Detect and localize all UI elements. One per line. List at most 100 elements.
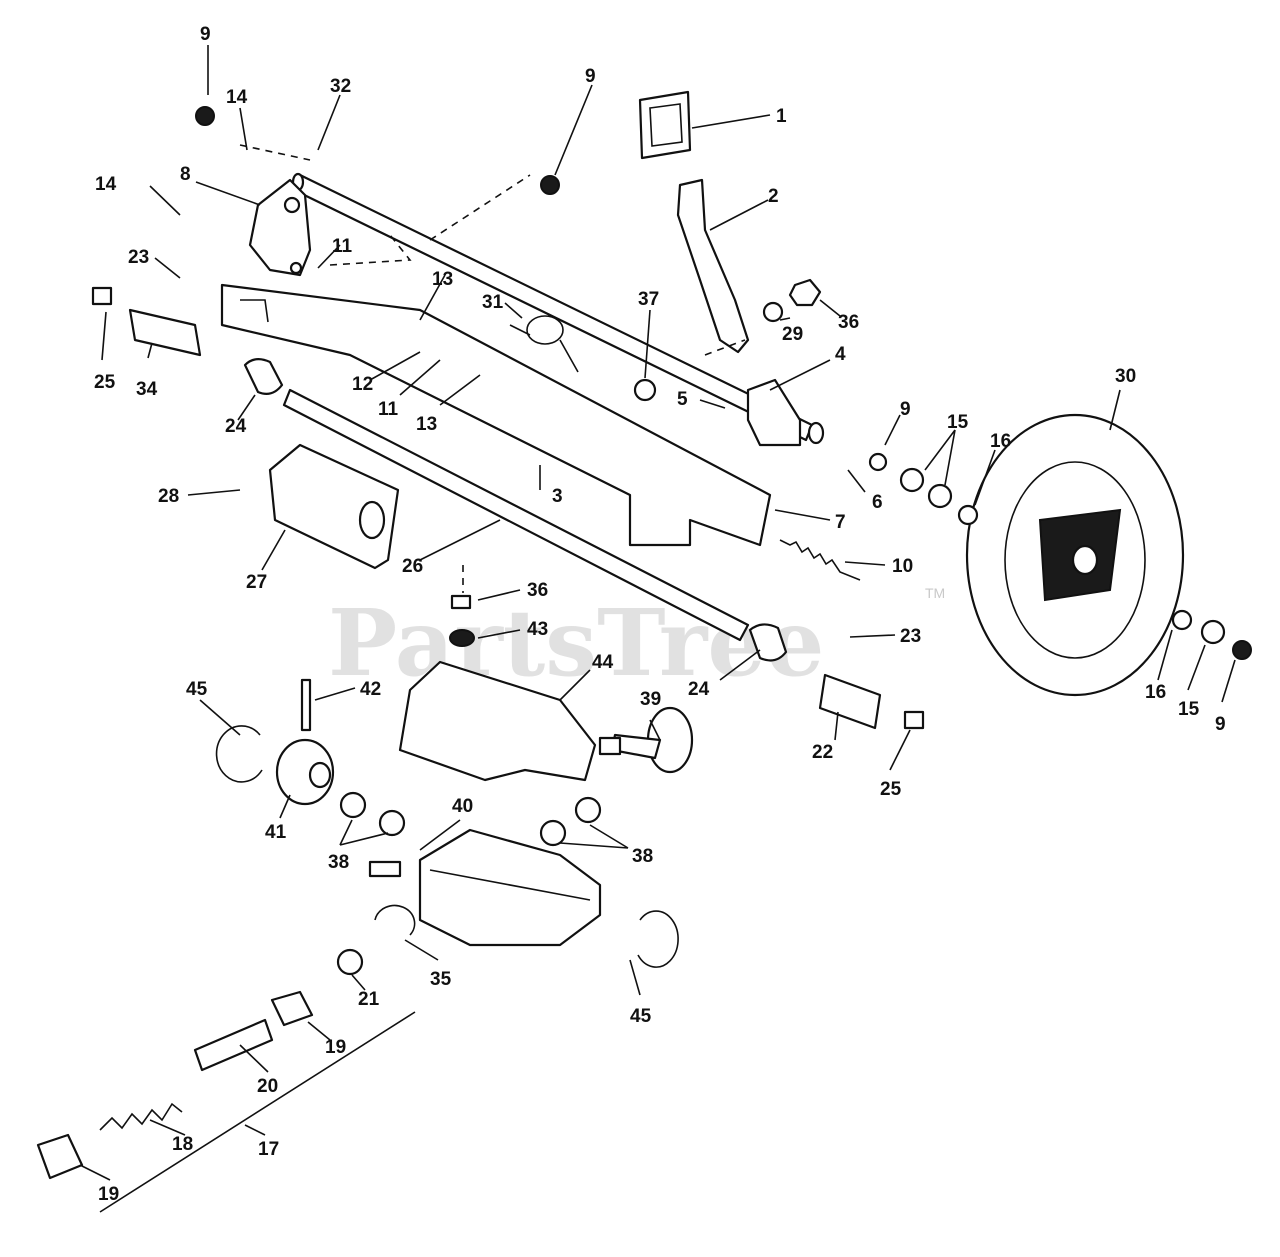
callout-41: 41 [265, 822, 287, 843]
gear-housing-part-44 [398, 660, 597, 782]
callout-3: 3 [552, 486, 563, 507]
callout-9: 9 [200, 24, 211, 45]
washer-part-16b [1171, 609, 1193, 631]
fitting-part-40 [368, 860, 402, 878]
callout-16: 16 [990, 431, 1011, 452]
callout-43: 43 [527, 619, 548, 640]
pinion-part-22 [818, 673, 882, 730]
callout-12: 12 [352, 374, 373, 395]
partstree-watermark: PartsTree [328, 589, 824, 697]
callout-23: 23 [128, 247, 149, 268]
washer-part-37 [633, 378, 657, 402]
callout-9: 9 [1215, 714, 1226, 735]
callout-11: 11 [378, 399, 399, 420]
callout-1: 1 [776, 106, 787, 127]
callout-5: 5 [677, 389, 688, 410]
washer-part-16a [957, 504, 979, 526]
callout-2: 2 [768, 186, 779, 207]
callout-19: 19 [325, 1037, 346, 1058]
callout-25: 25 [94, 372, 116, 393]
spring-part-10 [779, 539, 861, 581]
lever-plate-part-8 [248, 178, 312, 277]
wheel-part-30 [965, 413, 1185, 697]
callout-17: 17 [258, 1139, 279, 1160]
callout-15: 15 [1178, 699, 1200, 720]
callout-44: 44 [592, 652, 614, 673]
nut-part-9-mid [540, 175, 560, 195]
trademark-mark: TM [925, 585, 945, 601]
callout-31: 31 [482, 292, 504, 313]
callout-42: 42 [360, 679, 381, 700]
washer-part-15b [927, 483, 953, 509]
callout-26: 26 [402, 556, 423, 577]
callout-22: 22 [812, 742, 833, 763]
callout-8: 8 [180, 164, 191, 185]
nut-part-25-right [903, 710, 925, 730]
callout-40: 40 [452, 796, 473, 817]
washer-part-38a [339, 791, 367, 819]
washer-part-21 [336, 948, 364, 976]
washer-part-38c [574, 796, 602, 824]
washer-part-43 [449, 629, 475, 647]
callout-34: 34 [136, 379, 158, 400]
snap-ring-part-45-right [637, 910, 679, 968]
callout-6: 6 [872, 492, 883, 513]
callout-25: 25 [880, 779, 902, 800]
callout-28: 28 [158, 486, 179, 507]
callout-14: 14 [95, 174, 117, 195]
bracket-part-2 [676, 178, 750, 354]
nut-part-36-bottom [450, 594, 472, 610]
washer-part-38d [539, 819, 567, 847]
nut-part-25-left [91, 286, 113, 306]
bracket-part-4 [746, 378, 802, 447]
cover-part-27 [268, 443, 400, 570]
callout-18: 18 [172, 1134, 193, 1155]
callout-15: 15 [947, 412, 969, 433]
callout-4: 4 [835, 344, 846, 365]
gear-part-39 [598, 706, 694, 774]
callout-36: 36 [527, 580, 548, 601]
callout-9: 9 [900, 399, 911, 420]
nut-part-36-top [788, 278, 822, 307]
callout-45: 45 [186, 679, 208, 700]
block-part-19-bottom [36, 1133, 84, 1180]
callout-29: 29 [782, 324, 803, 345]
callout-38: 38 [328, 852, 349, 873]
nut-part-9-top [195, 106, 215, 126]
callout-21: 21 [358, 989, 380, 1010]
callout-labels: 9 14 32 9 1 14 8 2 11 23 13 31 37 36 29 … [94, 24, 1226, 1205]
spring-part-18 [99, 1102, 183, 1131]
washer-part-15a [899, 467, 925, 493]
bushing-part-24-top [243, 358, 284, 395]
callout-24: 24 [225, 416, 247, 437]
washer-part-15c [1200, 619, 1226, 645]
gear-part-41 [275, 738, 335, 806]
pad-part-1 [638, 90, 692, 160]
callout-9: 9 [585, 66, 596, 87]
washer-part-38b [378, 809, 406, 837]
pin-part-42 [300, 678, 312, 732]
leader-lines [79, 45, 1236, 1181]
washer-part-29 [762, 301, 784, 323]
callout-35: 35 [430, 969, 452, 990]
callout-14: 14 [226, 87, 248, 108]
callout-38: 38 [632, 846, 653, 867]
lower-shaft-part-26 [282, 388, 750, 642]
frame-channel-part-7 [220, 283, 772, 547]
callout-37: 37 [638, 289, 659, 310]
callout-13: 13 [432, 269, 453, 290]
callout-13: 13 [416, 414, 437, 435]
callout-7: 7 [835, 512, 846, 533]
callout-30: 30 [1115, 366, 1136, 387]
callout-39: 39 [640, 689, 661, 710]
callout-24: 24 [688, 679, 710, 700]
callout-27: 27 [246, 572, 267, 593]
block-part-19-top [270, 990, 314, 1027]
pinion-part-34 [128, 308, 202, 357]
callout-10: 10 [892, 556, 913, 577]
lower-gear-housing [418, 828, 602, 947]
spring-part-31 [509, 315, 579, 373]
callout-16: 16 [1145, 682, 1166, 703]
nut-part-9-right [868, 452, 888, 472]
